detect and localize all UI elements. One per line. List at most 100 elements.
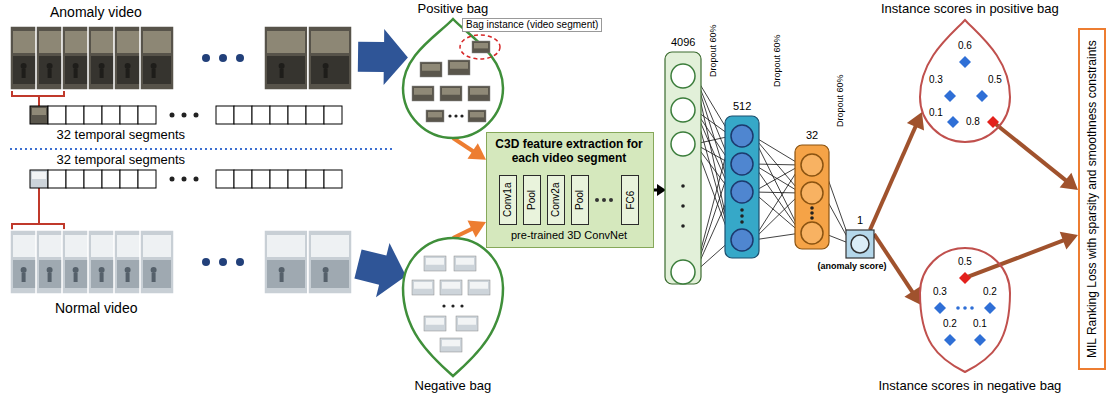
connector bbox=[870, 112, 924, 230]
text-slot: Conv2a bbox=[550, 183, 562, 217]
score-diamond bbox=[984, 302, 996, 314]
frame-figure bbox=[47, 267, 53, 273]
thumbnail-detail bbox=[442, 88, 460, 95]
neuron bbox=[731, 153, 753, 175]
score-diamond bbox=[959, 56, 971, 68]
node-label: (anomaly score) bbox=[818, 261, 887, 272]
video-frame bbox=[140, 26, 174, 90]
arrowhead bbox=[907, 112, 924, 130]
node-label: Conv1a bbox=[502, 183, 514, 217]
connector bbox=[965, 232, 1078, 278]
thumbnail-detail bbox=[458, 318, 476, 325]
text-slot: Negative bag bbox=[415, 378, 492, 394]
neuron bbox=[731, 229, 753, 251]
text-slot: 0.1 bbox=[973, 318, 987, 330]
thumbnail-detail bbox=[456, 258, 474, 265]
ellipsis-dot bbox=[442, 304, 445, 307]
frame-figure bbox=[125, 63, 131, 69]
ellipsis-dot bbox=[194, 113, 199, 118]
frame-figure bbox=[280, 273, 284, 282]
neuron bbox=[671, 132, 695, 156]
frame-figure bbox=[151, 63, 157, 69]
segment-cell bbox=[288, 106, 306, 124]
node-label: Pool bbox=[574, 190, 586, 210]
segment-cell bbox=[138, 170, 156, 188]
frame-figure bbox=[21, 267, 27, 273]
block-arrow bbox=[358, 29, 408, 85]
fc-layer-box: FC6 bbox=[621, 175, 639, 225]
arrowhead bbox=[467, 143, 486, 160]
score-diamond bbox=[976, 90, 988, 102]
segment-cell bbox=[324, 170, 342, 188]
output-box bbox=[846, 230, 874, 258]
bag-outline bbox=[403, 238, 503, 376]
neuron bbox=[671, 260, 695, 284]
frame-figure bbox=[323, 63, 329, 69]
node-label: 1 bbox=[857, 214, 863, 227]
cell-thumbnail bbox=[32, 108, 46, 115]
ellipsis-dot bbox=[460, 304, 463, 307]
score-output: 1 (anomaly score) bbox=[812, 214, 888, 278]
conv-layer-box: Conv2a bbox=[547, 175, 565, 225]
arrowhead bbox=[904, 286, 921, 305]
video-frame bbox=[308, 26, 352, 90]
segment-cell bbox=[48, 170, 66, 188]
thumbnail-detail bbox=[470, 88, 488, 95]
segment-thumbnail bbox=[412, 280, 434, 295]
frame-figure bbox=[47, 63, 53, 69]
connector bbox=[453, 221, 486, 238]
fc-layer-column: 32 bbox=[792, 129, 832, 251]
ellipsis-dot bbox=[970, 306, 974, 310]
text-slot: Instance scores in negative bag bbox=[879, 378, 1062, 394]
score-value: 0.2 bbox=[943, 318, 957, 330]
layer-column-shape bbox=[725, 116, 759, 258]
segment-thumbnail bbox=[448, 60, 470, 75]
dropout-label: Dropout 60% bbox=[708, 24, 719, 77]
frame-figure bbox=[100, 69, 104, 78]
connector-line bbox=[965, 239, 1066, 277]
segment-thumbnail bbox=[440, 86, 462, 101]
ellipsis-dot bbox=[236, 54, 244, 62]
frame-figure bbox=[99, 63, 105, 69]
frame-figure bbox=[99, 267, 105, 273]
node-label: Normal video bbox=[55, 300, 137, 317]
neuron bbox=[671, 64, 695, 88]
text-slot: 0.5 bbox=[988, 74, 1002, 86]
frame-figure bbox=[126, 69, 130, 78]
thumbnail-detail bbox=[442, 282, 460, 289]
connector bbox=[12, 188, 64, 231]
ellipsis-dot bbox=[956, 306, 960, 310]
video-frame bbox=[264, 26, 308, 90]
frame-figure bbox=[21, 63, 27, 69]
segment-cell bbox=[306, 170, 324, 188]
segment-cell bbox=[288, 170, 306, 188]
text-slot: Bag instance (video segment) bbox=[462, 18, 602, 32]
frame-detail bbox=[267, 235, 305, 257]
score-value: 0.2 bbox=[983, 286, 997, 298]
text-slot: FC6 bbox=[624, 191, 636, 210]
text-slot: (anomaly score) bbox=[818, 261, 887, 272]
score-diamond bbox=[944, 334, 956, 346]
text-slot: Anomaly video bbox=[50, 4, 142, 21]
block-arrow bbox=[354, 243, 406, 297]
frame-figure bbox=[323, 267, 329, 273]
frame-figure bbox=[152, 69, 156, 78]
ellipsis-dot bbox=[740, 208, 744, 212]
fc-layer-column: 4096 bbox=[663, 36, 703, 286]
frame-detail bbox=[311, 260, 349, 288]
score-bag-outline bbox=[920, 248, 1010, 372]
text-slot: Normal video bbox=[55, 300, 137, 317]
segment-cell bbox=[216, 106, 234, 124]
frame-detail bbox=[267, 260, 305, 288]
neuron bbox=[851, 235, 869, 253]
text-slot: Dropout 60% bbox=[708, 24, 719, 77]
dropout-label: Dropout 60% bbox=[835, 74, 846, 127]
dense-connection bbox=[753, 164, 801, 165]
connector-line bbox=[870, 124, 917, 230]
text-slot: C3D feature extraction for each video se… bbox=[489, 137, 649, 166]
connector bbox=[453, 138, 486, 160]
segment-thumbnail bbox=[426, 110, 444, 122]
segment-cell bbox=[120, 106, 138, 124]
pool-layer-box: Pool bbox=[523, 175, 541, 225]
video-frame bbox=[140, 230, 174, 294]
